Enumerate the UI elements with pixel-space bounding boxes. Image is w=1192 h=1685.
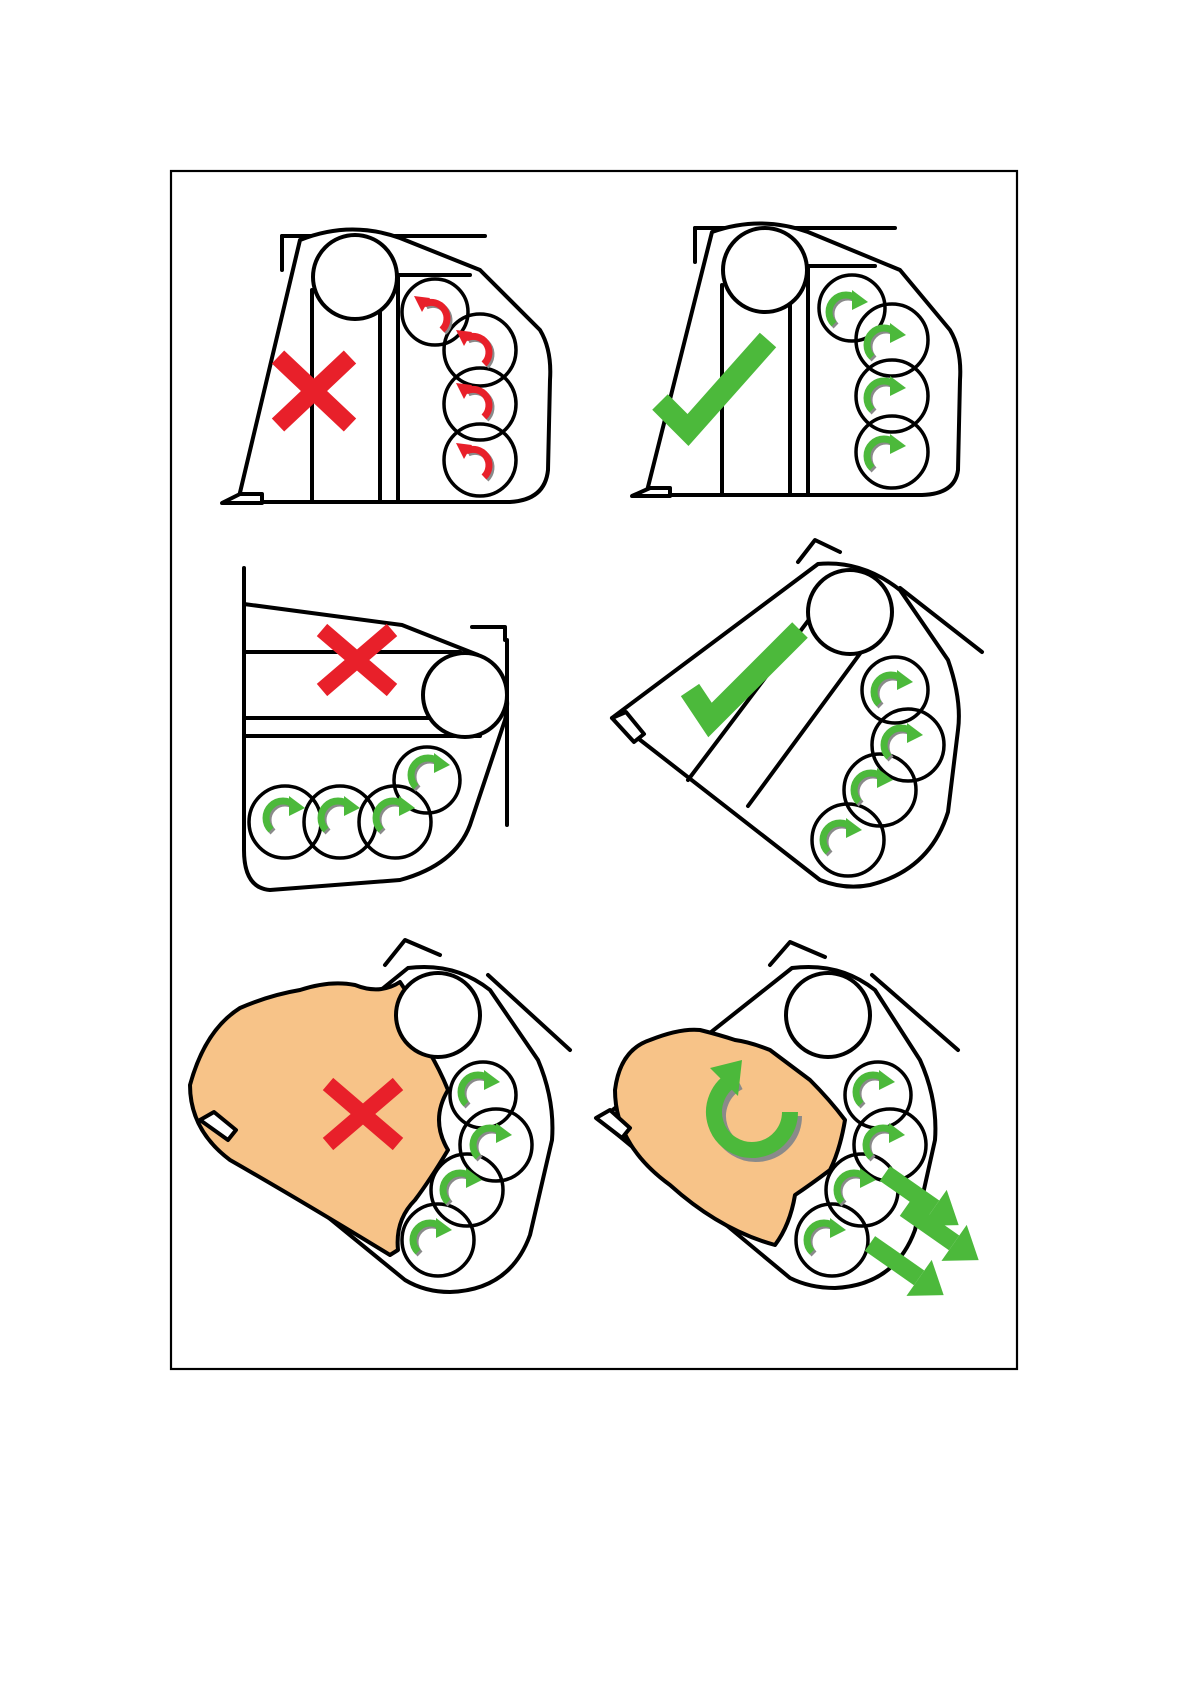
panel-tilted-back-wrong [244,568,507,890]
panel-upright-wrong [222,229,550,503]
head-drum [396,973,480,1057]
panel-upright-correct [632,224,960,497]
panel-tilted-forward-correct [612,540,982,887]
head-drum [423,653,507,737]
panel-loaded-rotating-correct [596,942,991,1313]
head-drum [313,235,397,319]
head-drum [808,570,892,654]
head-drum [723,228,807,312]
panel-loaded-wrong [190,940,570,1292]
head-drum [786,973,870,1057]
